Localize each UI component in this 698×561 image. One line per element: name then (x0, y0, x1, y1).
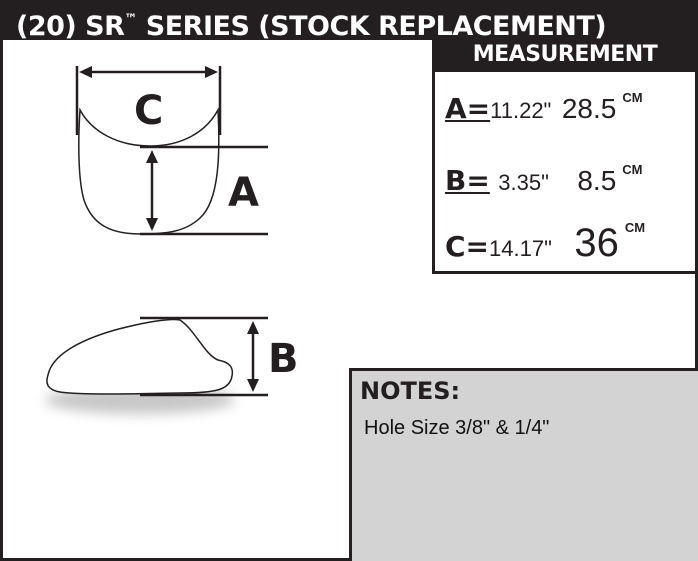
dimension-c-arrow (75, 66, 222, 135)
label-b: B (268, 336, 299, 382)
row-label: A= (445, 92, 491, 125)
row-inches: 3.35" (498, 170, 549, 195)
page-title: (20) SR™ SERIES (STOCK REPLACEMENT) (0, 0, 698, 42)
label-a: A (228, 170, 259, 216)
measurement-row-c: C=14.17" 36 CM (445, 220, 646, 265)
row-cm: 28.5 (561, 93, 617, 124)
row-inches: 11.22" (490, 98, 552, 123)
seat-side-view (46, 318, 234, 395)
dimension-b-arrow (140, 316, 268, 397)
row-label: C= (445, 230, 490, 263)
row-unit: CM (622, 162, 643, 177)
row-cm: 36 (574, 221, 619, 265)
row-unit: CM (624, 220, 646, 235)
title-suffix: SERIES (STOCK REPLACEMENT) (136, 11, 607, 42)
measurement-title: MEASUREMENT (435, 40, 695, 72)
row-inches: 14.17" (489, 236, 552, 261)
trademark-symbol: ™ (124, 12, 137, 27)
title-prefix: (20) SR (16, 11, 125, 42)
row-cm: 8.5 (577, 165, 617, 196)
row-unit: CM (622, 90, 643, 105)
notes-panel: NOTES: Hole Size 3/8" & 1/4" (349, 368, 698, 561)
row-label: B= (445, 164, 490, 197)
measurement-row-a: A=11.22" 28.5 CM (445, 90, 643, 130)
dimension-a-arrow (140, 145, 268, 236)
label-c: C (134, 88, 164, 134)
notes-text: Hole Size 3/8" & 1/4" (364, 417, 550, 439)
notes-title: NOTES: (360, 377, 461, 405)
measurement-row-b: B= 3.35" 8.5 CM (445, 162, 643, 202)
